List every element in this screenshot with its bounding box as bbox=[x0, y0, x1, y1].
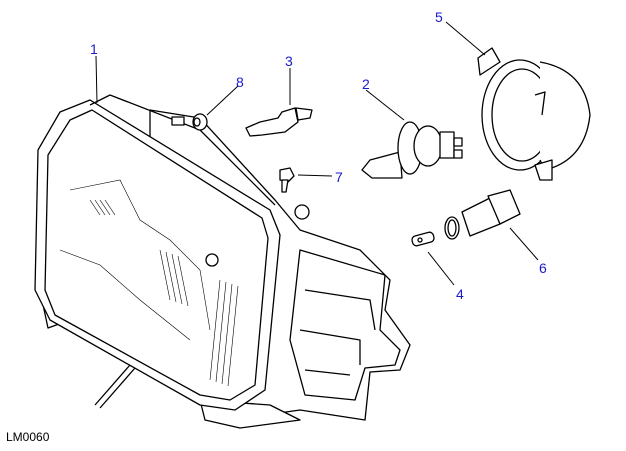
callout-3: 3 bbox=[285, 53, 293, 69]
callout-8: 8 bbox=[236, 74, 244, 90]
part-8-nut bbox=[192, 113, 208, 131]
diagram-reference: LM0060 bbox=[6, 430, 50, 444]
headlamp-lens bbox=[34, 94, 281, 411]
callout-1: 1 bbox=[90, 41, 98, 57]
callout-6: 6 bbox=[539, 260, 547, 276]
part-7-screw bbox=[279, 167, 295, 193]
part-4-clip bbox=[411, 231, 435, 247]
callout-2: 2 bbox=[362, 76, 370, 92]
part-5-cover bbox=[477, 47, 591, 181]
callouts: 1 2 3 4 5 6 7 8 bbox=[90, 9, 547, 302]
part-3-bulb bbox=[245, 107, 313, 137]
callout-5: 5 bbox=[435, 9, 443, 25]
part-6-connector bbox=[444, 189, 521, 240]
part-2-bulb bbox=[361, 121, 463, 179]
callout-7: 7 bbox=[335, 169, 343, 185]
housing-screw bbox=[294, 204, 310, 220]
callout-4: 4 bbox=[456, 286, 464, 302]
mounting-stud bbox=[171, 116, 185, 126]
